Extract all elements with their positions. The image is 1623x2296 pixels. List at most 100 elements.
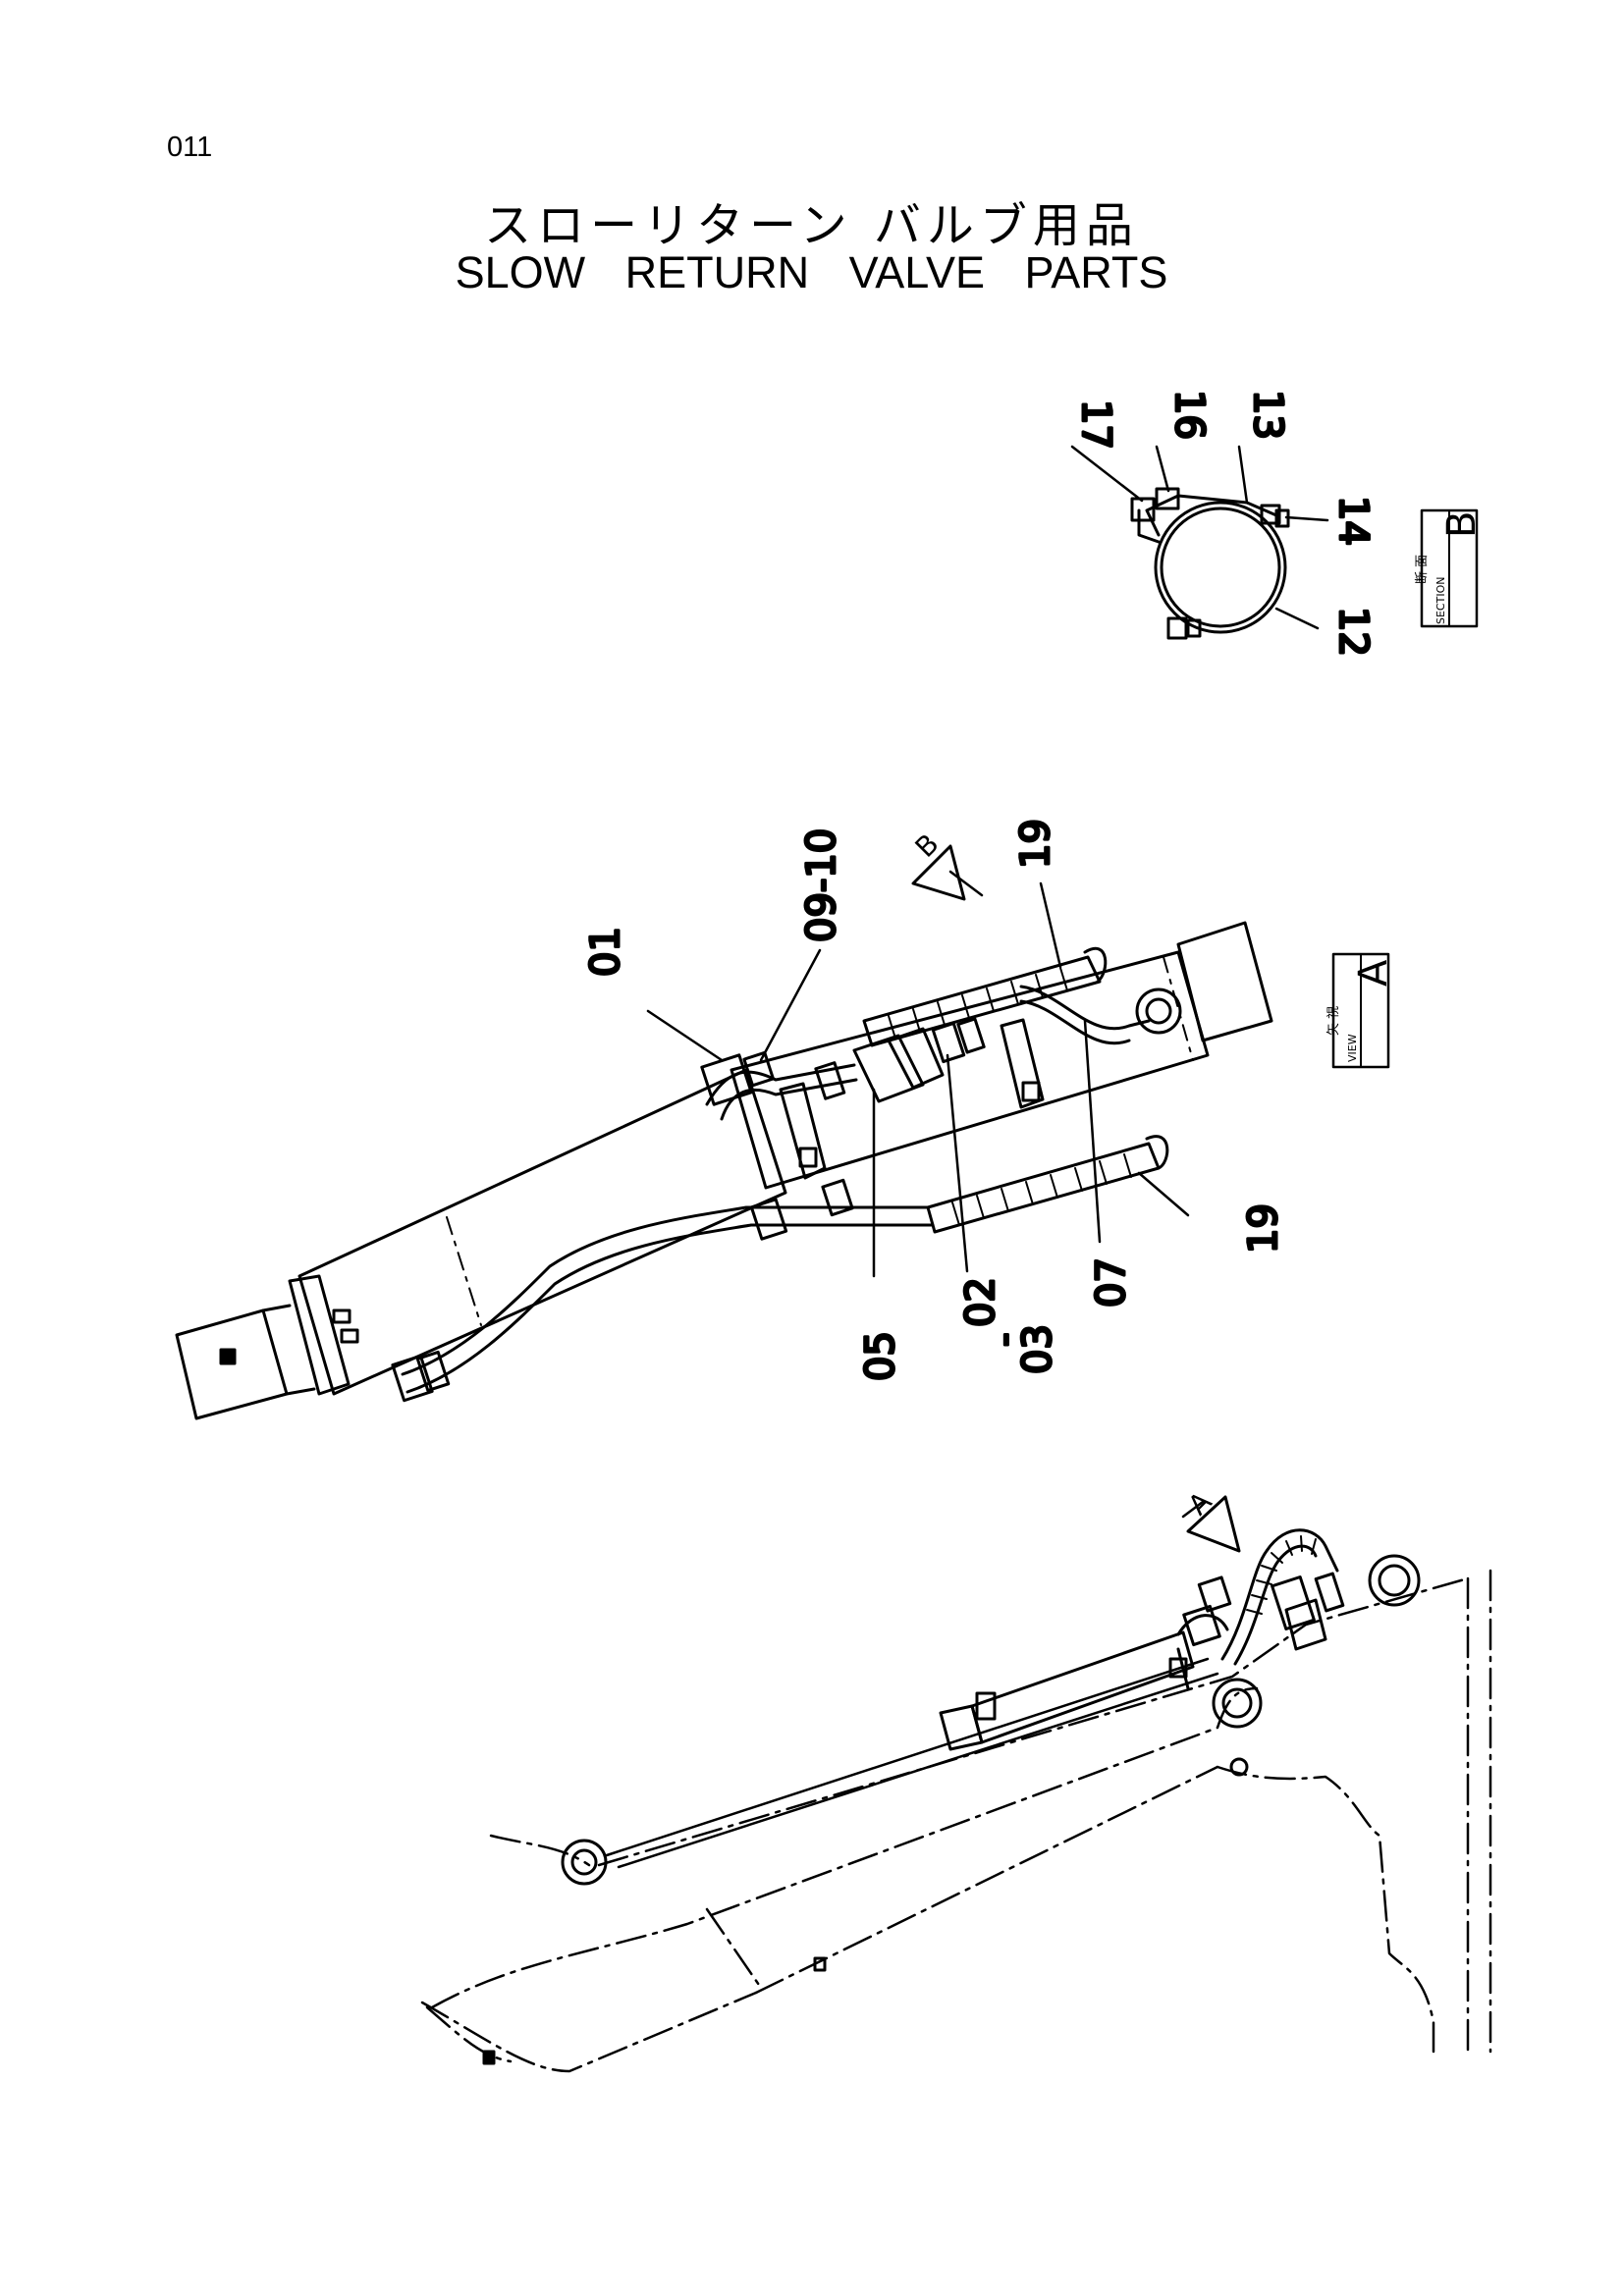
boom-foot-pin-inner bbox=[1221, 1687, 1253, 1719]
eye-boss bbox=[1135, 988, 1182, 1035]
clamp-bracket bbox=[1137, 508, 1161, 544]
hose-fitting bbox=[391, 1354, 434, 1403]
callout-19-lower: 19 bbox=[1241, 1203, 1286, 1254]
boom-valve bbox=[1284, 1598, 1327, 1651]
svg-text:A: A bbox=[1351, 959, 1396, 987]
cylinder-head bbox=[288, 1274, 351, 1396]
section-leaders bbox=[1070, 445, 1329, 630]
callout-05: 05 bbox=[858, 1331, 903, 1381]
boom-upper-solid bbox=[605, 1657, 1210, 1857]
svg-text:矢 視: 矢 視 bbox=[1326, 1006, 1341, 1036]
boom-cyl-fitting bbox=[1182, 1604, 1221, 1647]
rod-end-pin bbox=[219, 1348, 237, 1365]
rod-end-detail bbox=[285, 1387, 316, 1396]
boom-hose-coil-outer bbox=[1176, 1614, 1229, 1636]
arrow-marker-b: B bbox=[909, 828, 984, 901]
head-port bbox=[332, 1308, 352, 1324]
svg-text:B: B bbox=[1439, 511, 1485, 538]
svg-text:断 面: 断 面 bbox=[1415, 555, 1430, 584]
callout-03: 03 bbox=[1015, 1324, 1060, 1374]
hose-guard-19-upper bbox=[862, 947, 1108, 1047]
callout-dash: - bbox=[982, 1333, 1027, 1347]
cylinder-tube bbox=[730, 950, 1210, 1190]
boom-hose-coil-inner bbox=[1233, 1544, 1318, 1666]
callout-16: 16 bbox=[1166, 390, 1212, 440]
boom-cyl-fitting bbox=[1271, 1575, 1316, 1631]
arm-tip bbox=[425, 2005, 513, 2063]
boom-upper-solid2 bbox=[617, 1672, 1219, 1869]
bracket bbox=[1000, 1018, 1045, 1109]
block-01 bbox=[700, 1053, 753, 1106]
svg-text:A: A bbox=[1182, 1485, 1218, 1522]
pipe-01-inner bbox=[720, 1078, 858, 1121]
clamp bbox=[1168, 1657, 1188, 1679]
fitting bbox=[814, 1061, 846, 1100]
callout-07: 07 bbox=[1089, 1257, 1134, 1308]
boom-cyl-fitting bbox=[1197, 1575, 1232, 1613]
boom-hose-coil bbox=[1220, 1528, 1339, 1661]
bolt-head bbox=[1130, 497, 1156, 522]
callout-12: 12 bbox=[1330, 607, 1376, 657]
hose-07 bbox=[1019, 985, 1151, 1031]
boom-foot-pin bbox=[1212, 1678, 1263, 1729]
slow-return-valve-05 bbox=[852, 1034, 925, 1103]
barrel-dashline bbox=[446, 1216, 482, 1326]
lower-hose-inner bbox=[406, 1223, 935, 1394]
view-a-leaders bbox=[646, 881, 1190, 1278]
head-port bbox=[340, 1328, 359, 1344]
boom-front-curve bbox=[754, 1765, 1219, 1995]
bracket-bolt bbox=[1021, 1081, 1041, 1102]
callout-14: 14 bbox=[1330, 496, 1376, 546]
hose-fitting bbox=[749, 1198, 788, 1241]
nut bbox=[1260, 504, 1281, 525]
boom-lower-line bbox=[430, 1686, 1259, 2009]
pipe-circle bbox=[1154, 501, 1287, 634]
boom-pivot-pin bbox=[561, 1839, 608, 1886]
section-b-label: 断 面 SECTION B bbox=[1415, 508, 1485, 628]
callout-01: 01 bbox=[583, 927, 628, 977]
boom-section-line bbox=[705, 1907, 763, 1990]
page-number: 011 bbox=[167, 132, 213, 163]
coil-hatching bbox=[1246, 1535, 1317, 1615]
pipe-circle-inner bbox=[1160, 507, 1281, 628]
boom-pivot-pin-inner bbox=[570, 1848, 598, 1876]
valve-body bbox=[887, 1027, 945, 1090]
bracket bbox=[779, 1082, 827, 1180]
boom-line bbox=[1176, 1647, 1190, 1690]
boom-overview: A bbox=[420, 1485, 1492, 2073]
view-a-assembly: B bbox=[175, 818, 1396, 1420]
callout-17: 17 bbox=[1073, 400, 1118, 450]
hose-guard-19-lower bbox=[926, 1135, 1169, 1234]
callout-09-10: 09-10 bbox=[799, 828, 844, 942]
cylinder-pin-inner bbox=[1378, 1564, 1411, 1597]
eye-end bbox=[1176, 921, 1273, 1042]
bolt-09-10 bbox=[742, 1050, 775, 1088]
hose-fitting bbox=[415, 1350, 451, 1393]
cylinder-barrel bbox=[298, 1068, 787, 1396]
tube-dashline bbox=[1163, 956, 1194, 1061]
svg-text:VIEW: VIEW bbox=[1346, 1034, 1359, 1062]
bracket-bolt bbox=[798, 1147, 818, 1168]
boom-upper-line bbox=[597, 1576, 1470, 1867]
boom-cylinder-body bbox=[970, 1630, 1195, 1744]
callout-13: 13 bbox=[1245, 390, 1290, 440]
eye-boss-inner bbox=[1145, 997, 1172, 1025]
boom-cyl-fitting bbox=[1314, 1572, 1345, 1613]
lower-bolt bbox=[1186, 618, 1202, 638]
small-hole bbox=[1229, 1757, 1249, 1777]
boom-top-edge bbox=[489, 1834, 591, 1867]
svg-text:SECTION: SECTION bbox=[1434, 577, 1447, 624]
callout-19-upper: 19 bbox=[1013, 819, 1058, 869]
boom-foot-curve bbox=[1216, 1765, 1435, 2054]
hose-fitting bbox=[821, 1178, 854, 1217]
arm-bolt bbox=[482, 2050, 496, 2065]
view-a-label: 矢 視 VIEW A bbox=[1326, 952, 1396, 1069]
rod-end-detail bbox=[261, 1304, 292, 1312]
page-title-japanese: スローリターン バルブ用品 bbox=[484, 198, 1139, 253]
page-title-english: SLOW RETURN VALVE PARTS bbox=[455, 247, 1168, 297]
boom-bottom-curve bbox=[420, 1991, 758, 2073]
callout-02: 02 bbox=[958, 1277, 1003, 1327]
hose-07-inner bbox=[1019, 999, 1131, 1045]
arm-bolt bbox=[813, 1956, 827, 1972]
